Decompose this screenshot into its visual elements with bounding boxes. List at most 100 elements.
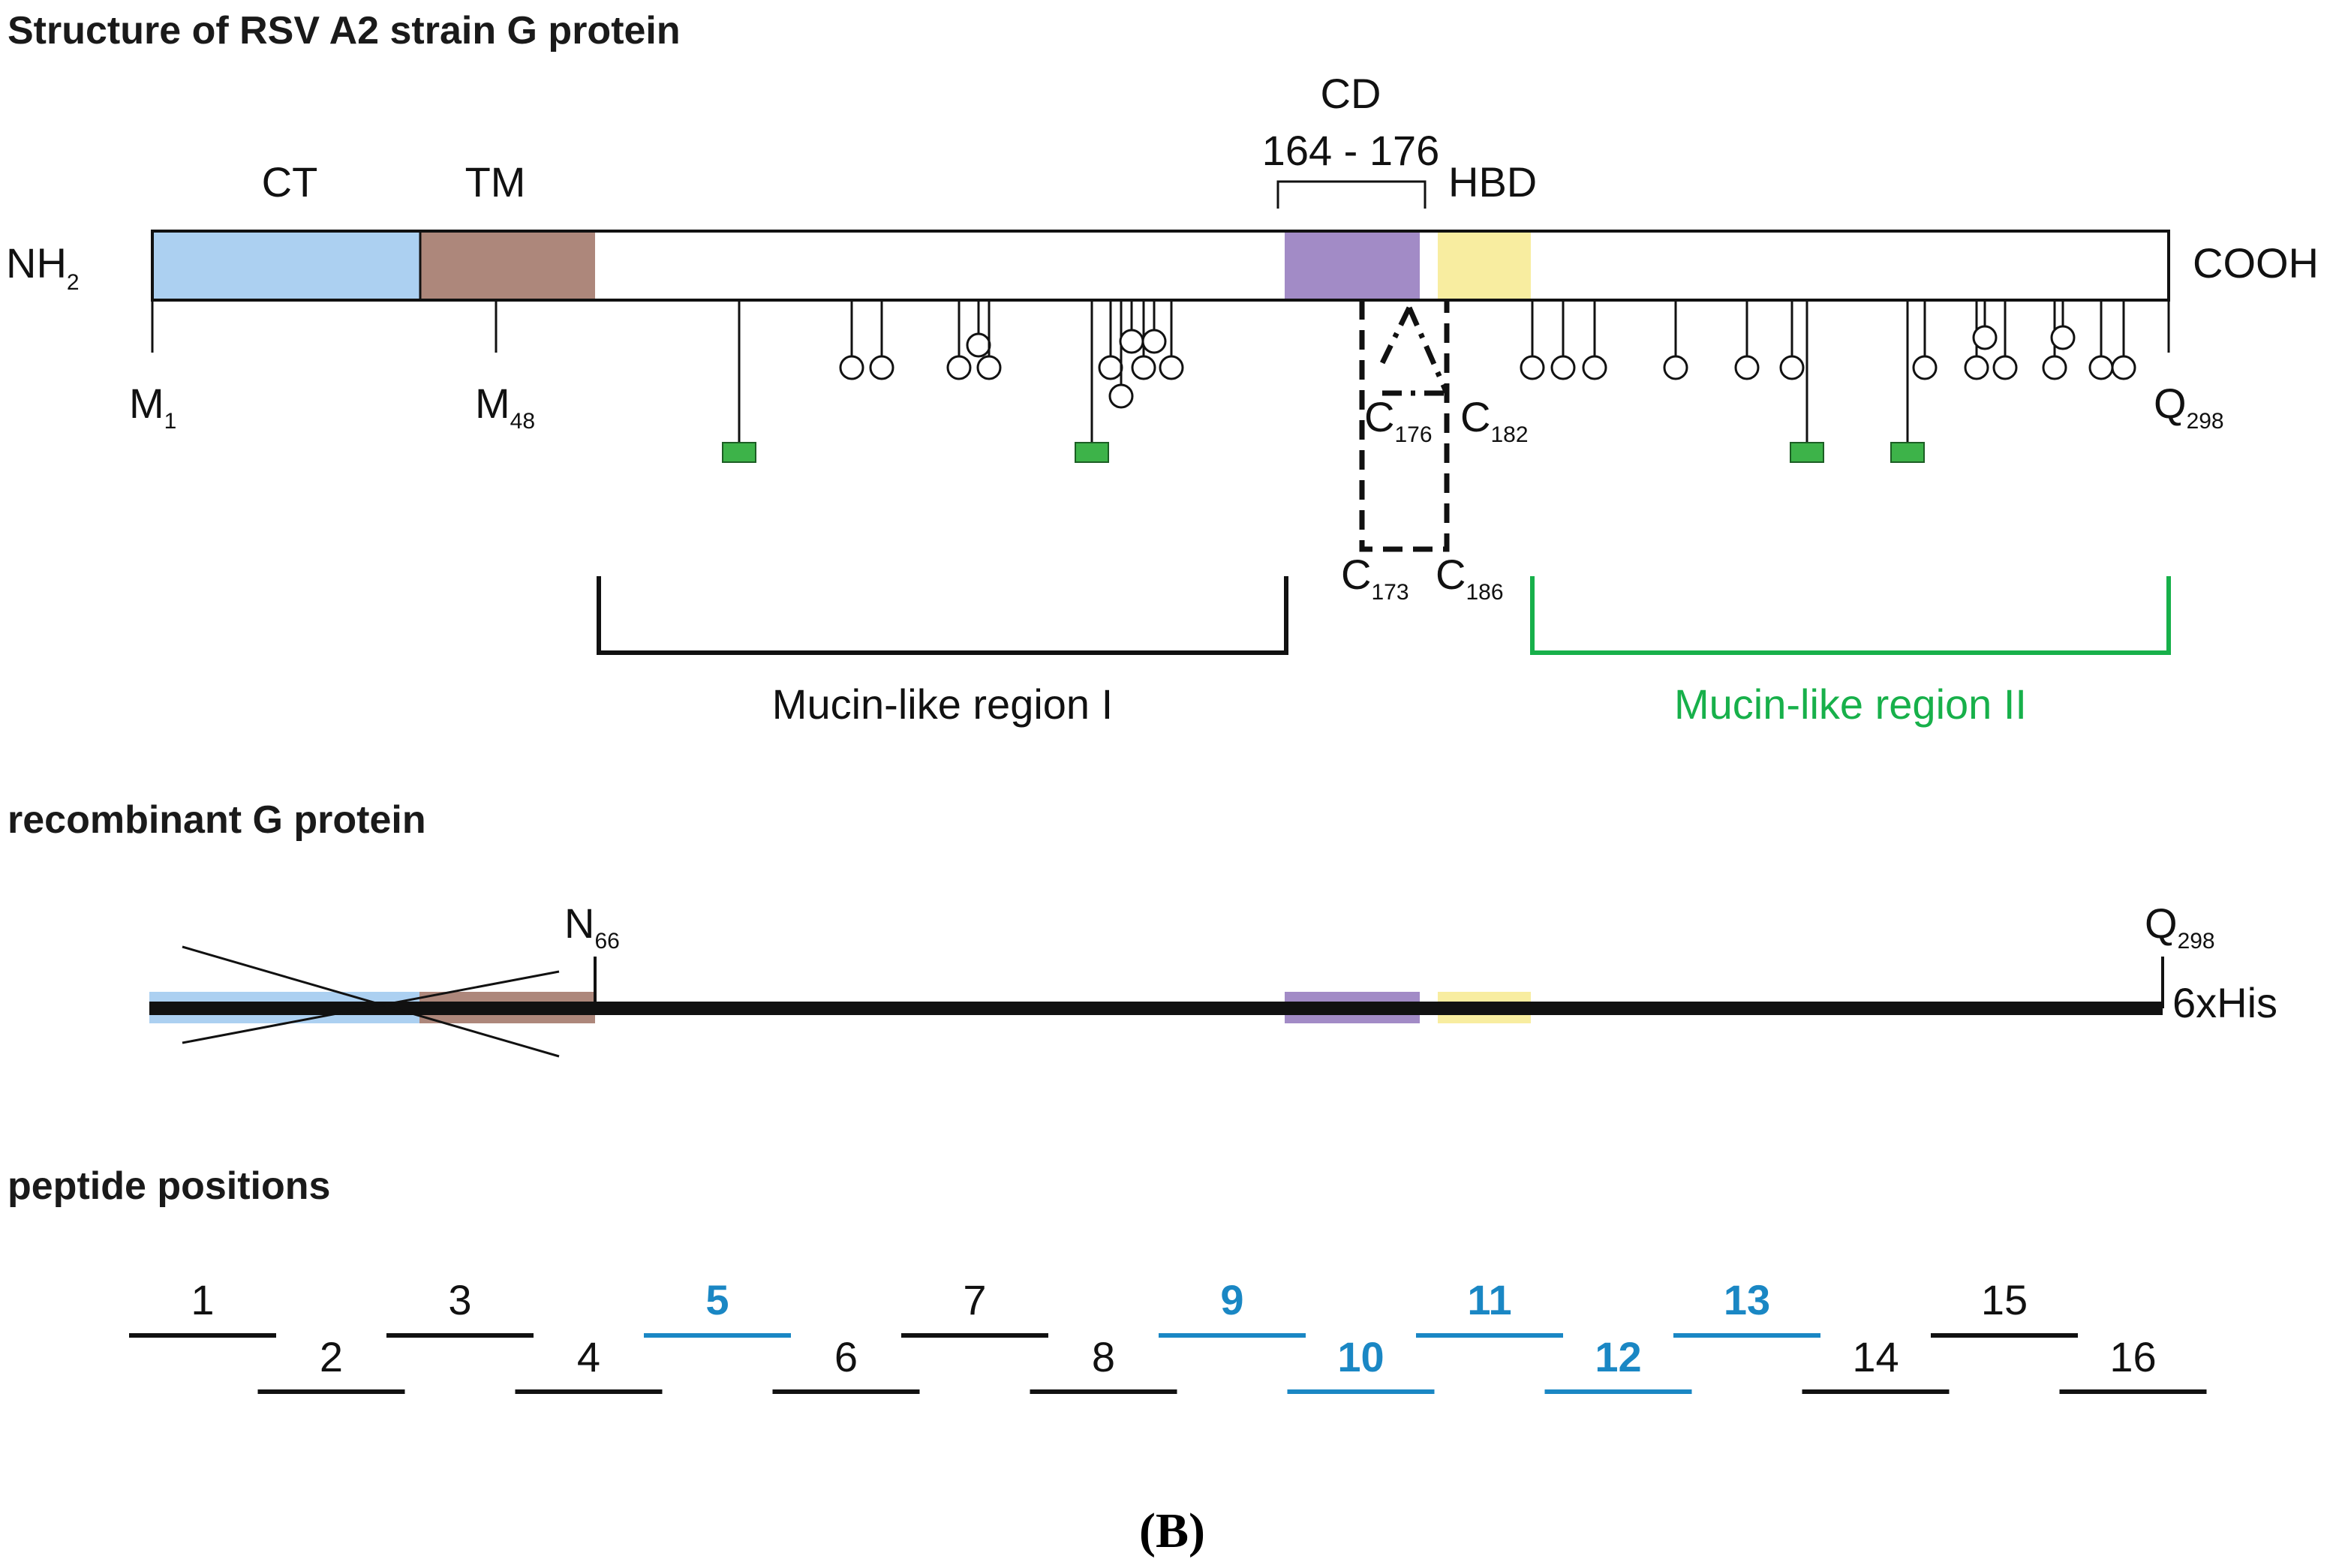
peptide-5: 5: [644, 1276, 791, 1338]
peptide-label: 5: [705, 1276, 729, 1323]
peptide-label: 1: [191, 1276, 214, 1323]
o-glycan-site: [1964, 355, 1989, 380]
mucin-region-1-bracket: [597, 576, 1288, 655]
recombinant-construct: [149, 945, 2164, 1058]
cd-domain: [1285, 231, 1420, 300]
o-glycan-site: [1663, 355, 1688, 380]
m1-label: M1: [129, 380, 176, 434]
o-glycan-site: [1131, 355, 1156, 380]
m48-label: M48: [475, 380, 535, 434]
o-glycan-site: [1992, 355, 2018, 380]
c173-label: C173: [1341, 551, 1409, 605]
peptide-13: 13: [1673, 1276, 1820, 1338]
o-glycan-site: [839, 355, 864, 380]
peptide-label: 3: [448, 1276, 471, 1323]
o-glycan-site: [2050, 325, 2076, 350]
peptide-label: 6: [834, 1333, 858, 1380]
peptide-6: 6: [772, 1333, 920, 1394]
o-glycan-site: [1141, 329, 1167, 354]
hbd-domain: [1438, 231, 1531, 300]
o-glycan-site: [1912, 355, 1938, 380]
o-glycan-sites: [839, 300, 2136, 409]
peptide-label: 2: [320, 1333, 343, 1380]
cd-bracket: [1276, 180, 1427, 209]
n-glycan-site: [722, 442, 756, 463]
peptide-label: 10: [1337, 1333, 1384, 1380]
peptide-label: 14: [1852, 1333, 1899, 1380]
q298-recomb-label: Q298: [2145, 900, 2215, 954]
o-glycan-site: [1972, 325, 1998, 350]
peptide-label: 15: [1981, 1276, 2028, 1323]
ct-label: CT: [262, 158, 318, 206]
o-glycan-site: [1098, 355, 1123, 380]
peptide-label: 8: [1092, 1333, 1115, 1380]
c-terminus-label: COOH: [2193, 239, 2319, 287]
c176-label: C176: [1364, 393, 1433, 447]
protein-bar-outline: [151, 230, 2170, 302]
o-glycan-site: [2042, 355, 2067, 380]
cd-label: CD: [1321, 70, 1381, 117]
peptide-10: 10: [1287, 1333, 1435, 1394]
mucin-region-2-label: Mucin-like region II: [1674, 680, 2027, 728]
q298-label: Q298: [2154, 380, 2224, 434]
mucin-region-2-bracket: [1530, 576, 2171, 655]
o-glycan-site: [1779, 355, 1805, 380]
peptide-2: 2: [257, 1333, 405, 1394]
mucin-region-1-label: Mucin-like region I: [772, 680, 1113, 728]
ct-domain: [152, 231, 420, 300]
o-glycan-site: [2088, 355, 2114, 380]
o-glycan-site: [976, 355, 1002, 380]
peptide-label: 11: [1467, 1276, 1511, 1323]
protein-bar: [151, 230, 2170, 302]
deletion-cross-line: [182, 970, 560, 1044]
peptide-3: 3: [386, 1276, 534, 1338]
n-glycan-site: [1890, 442, 1925, 463]
heading-peptides: peptide positions: [8, 1164, 330, 1208]
peptide-label: 9: [1220, 1276, 1243, 1323]
peptide-label: 7: [963, 1276, 986, 1323]
peptide-11: 11: [1416, 1276, 1563, 1338]
tm-label: TM: [465, 158, 526, 206]
hbd-label: HBD: [1448, 158, 1537, 206]
tm-domain: [420, 231, 595, 300]
o-glycan-site: [1582, 355, 1607, 380]
o-glycan-site: [1108, 383, 1134, 409]
n-glycan-site: [1075, 442, 1109, 463]
peptide-4: 4: [515, 1333, 663, 1394]
cd-range-label: 164 - 176: [1262, 127, 1440, 174]
peptide-label: 4: [577, 1333, 600, 1380]
disulfide-c173-c186: [1359, 300, 1450, 552]
peptide-12: 12: [1544, 1333, 1692, 1394]
o-glycan-site: [1159, 355, 1184, 380]
peptide-label: 16: [2109, 1333, 2156, 1380]
o-glycan-site: [1734, 355, 1760, 380]
peptide-16: 16: [2059, 1333, 2207, 1394]
peptide-7: 7: [901, 1276, 1048, 1338]
peptide-15: 15: [1931, 1276, 2078, 1338]
o-glycan-site: [1520, 355, 1545, 380]
n-glycan-site: [1790, 442, 1824, 463]
n66-label: N66: [564, 900, 620, 954]
o-glycan-site: [966, 332, 991, 358]
o-glycan-site: [2111, 355, 2136, 380]
c182-label: C182: [1460, 393, 1529, 447]
peptide-14: 14: [1802, 1333, 1950, 1394]
n-terminus-label: NH2: [6, 239, 80, 295]
heading-recombinant: recombinant G protein: [8, 798, 426, 842]
panel-caption: (B): [1139, 1503, 1205, 1558]
peptide-9: 9: [1159, 1276, 1306, 1338]
c186-label: C186: [1436, 551, 1504, 605]
o-glycan-site: [1550, 355, 1576, 380]
n-glycan-sites: [722, 300, 1925, 463]
o-glycan-site: [869, 355, 894, 380]
peptide-1: 1: [129, 1276, 276, 1338]
disulfide-c176-c182: [1379, 306, 1450, 396]
peptide-8: 8: [1030, 1333, 1177, 1394]
o-glycan-site: [946, 355, 972, 380]
peptide-label: 13: [1724, 1276, 1770, 1323]
his-tag-label: 6xHis: [2172, 979, 2277, 1026]
heading-structure: Structure of RSV A2 strain G protein: [8, 9, 681, 53]
disulfide-bonds: [1359, 300, 1450, 552]
